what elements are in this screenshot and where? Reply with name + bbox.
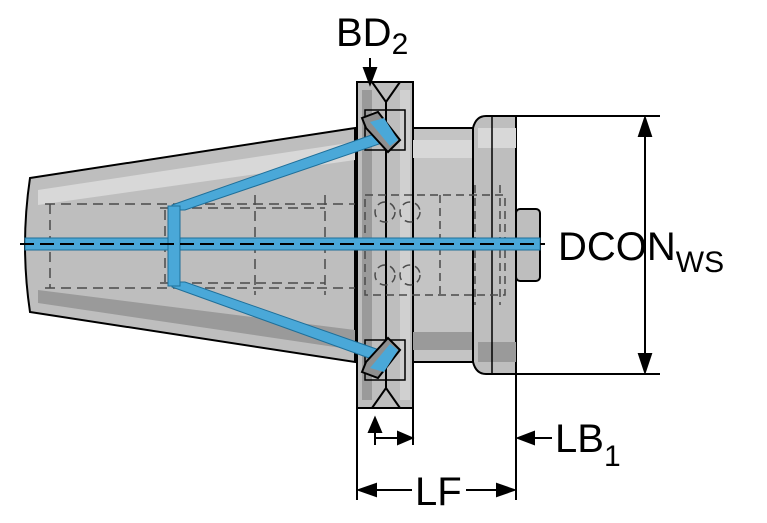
label-dcon-ws: DCONWS [558,225,724,279]
coolant-channels [20,131,545,363]
taper-shank-highlight [38,142,355,205]
label-lb1: LB1 [555,417,621,473]
coolant-vertical-connector [167,205,181,287]
coolant-outlets [360,110,402,380]
taper-shank-shadow [38,290,355,350]
dimension-lines [355,58,660,500]
label-lf: LF [415,470,462,514]
label-bd2: BD2 [336,11,408,61]
